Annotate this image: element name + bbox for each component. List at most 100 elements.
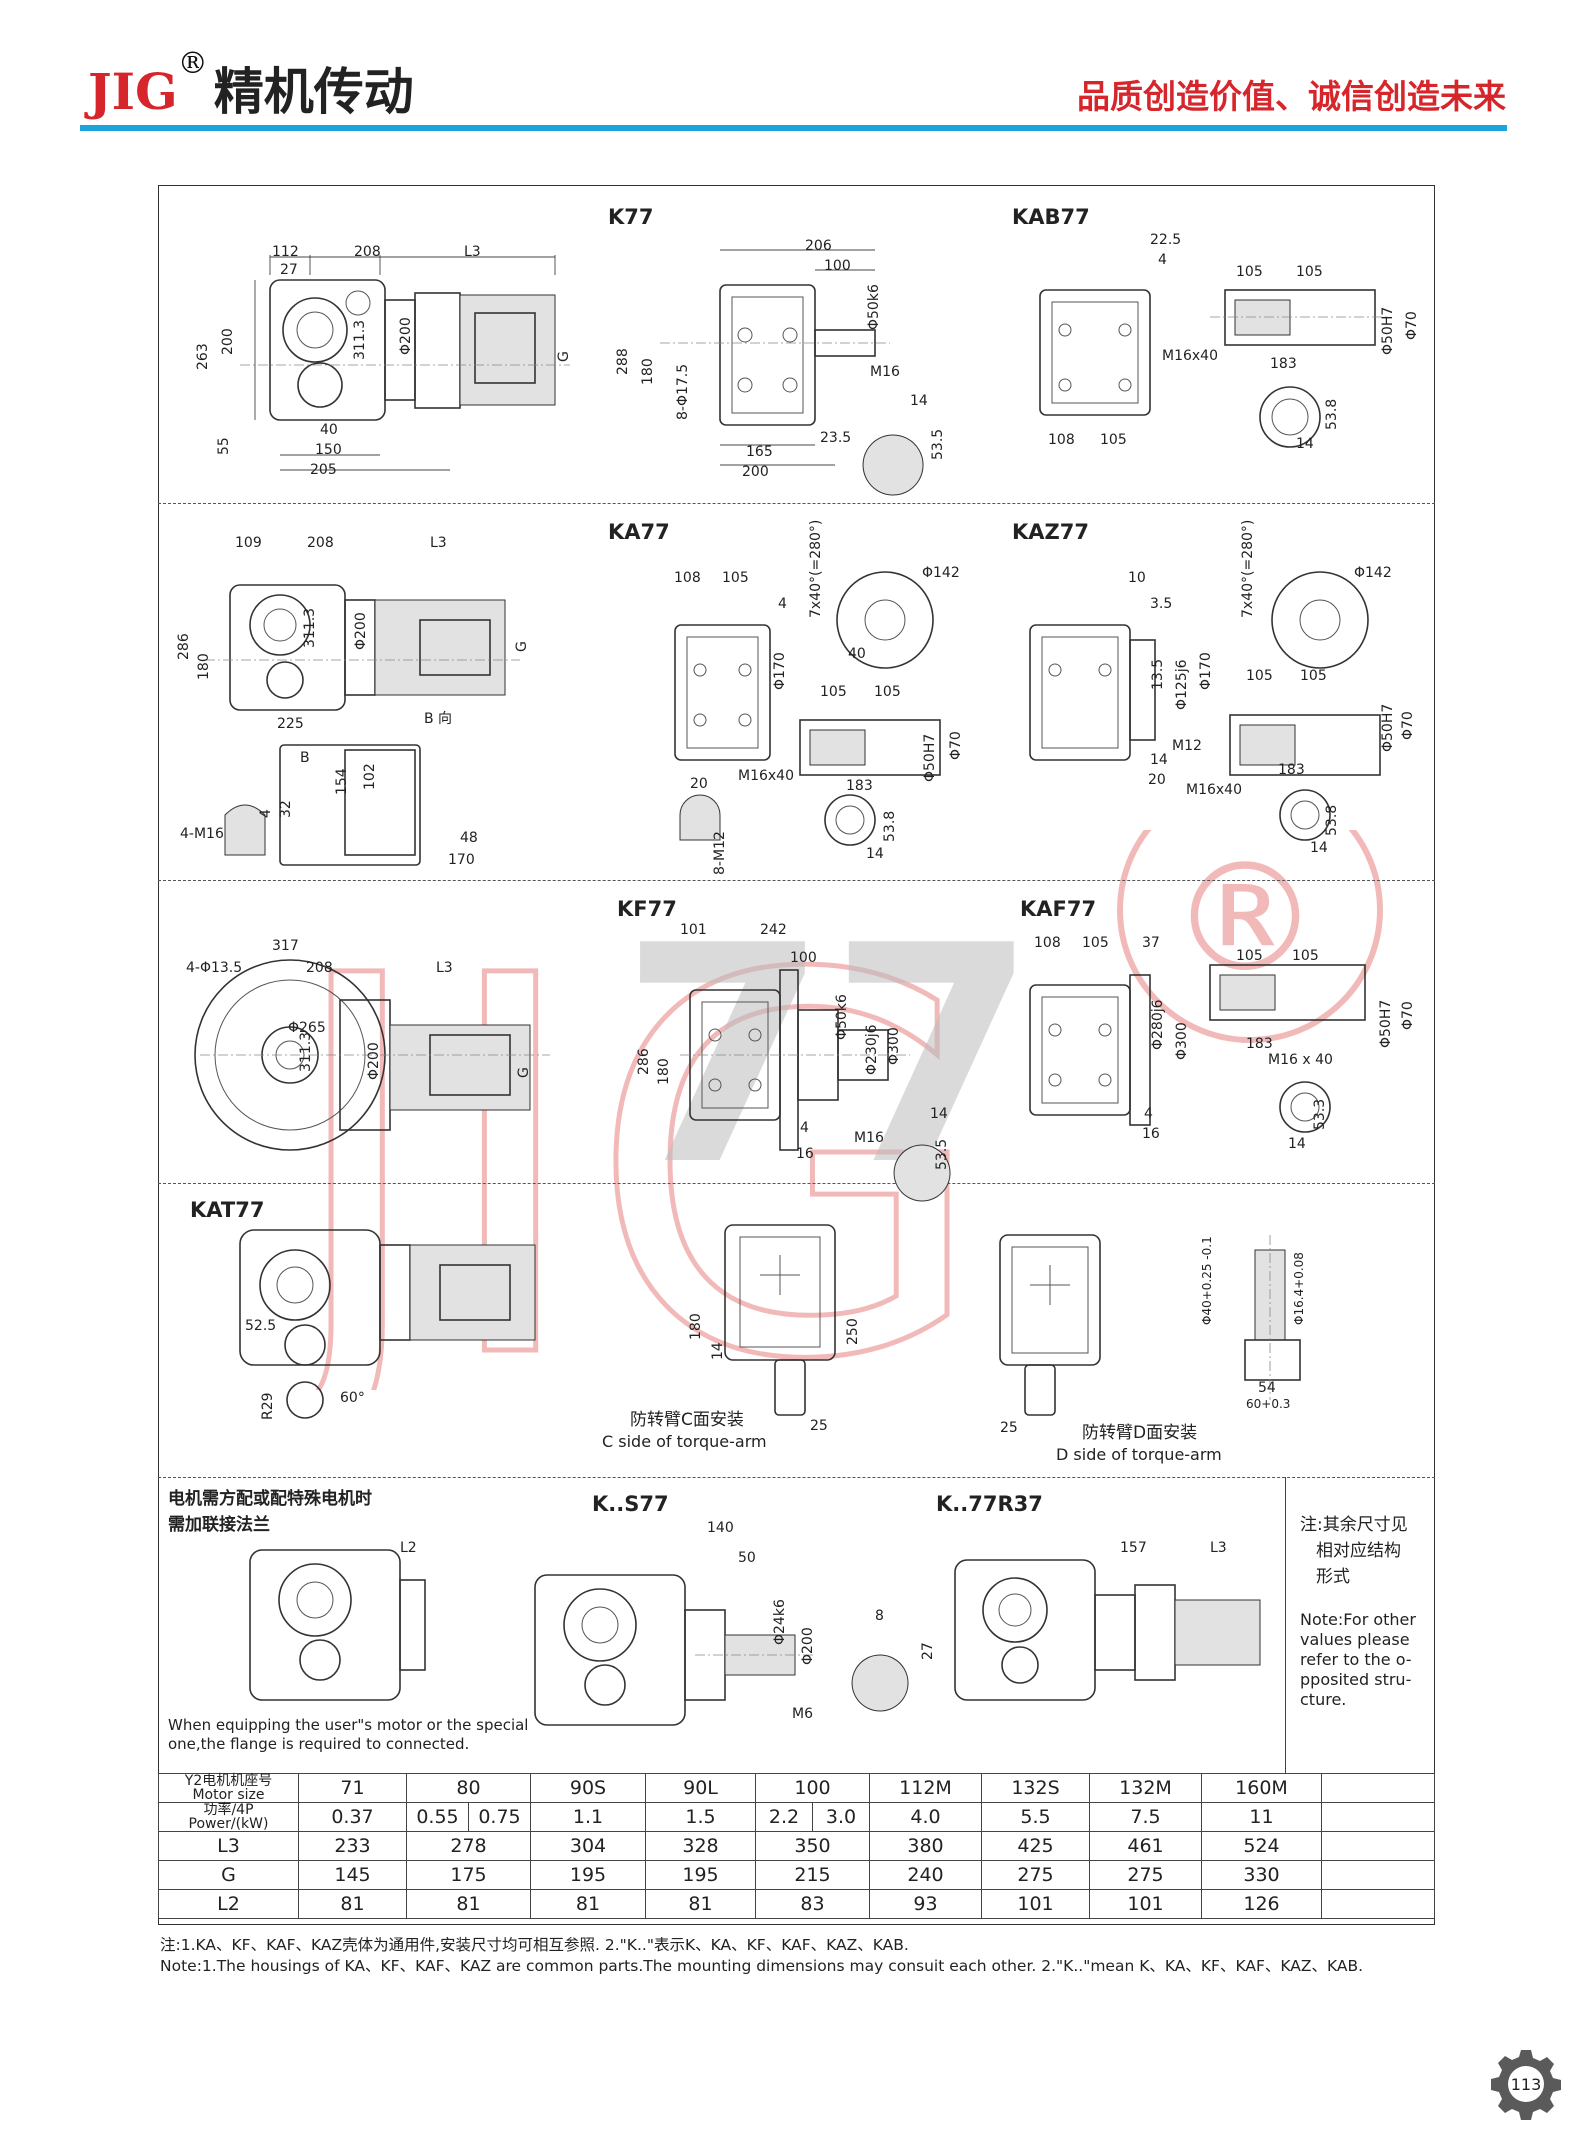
brand-logo: JIG®精机传动 bbox=[88, 46, 414, 124]
dim: 4 bbox=[778, 596, 787, 612]
dim: 105 bbox=[1082, 935, 1109, 951]
dim: 100 bbox=[824, 258, 851, 274]
dim: M16x40 bbox=[1186, 782, 1242, 798]
k77-front-view bbox=[660, 249, 924, 496]
dim: 154 bbox=[334, 768, 350, 795]
kaf77-views bbox=[1029, 964, 1366, 1133]
kab77-views bbox=[1039, 289, 1390, 448]
dim: Φ170 bbox=[772, 652, 788, 690]
side-note-en: Note:For other values please refer to th… bbox=[1300, 1610, 1416, 1710]
k77r37-view bbox=[954, 1559, 1261, 1701]
table-row-l3: L3 233 278 304 328 350 380 425 461 524 bbox=[158, 1831, 1435, 1861]
table-cell: 90S bbox=[530, 1773, 646, 1803]
table-cell: 101 bbox=[1089, 1889, 1203, 1919]
dim: 108 bbox=[1034, 935, 1061, 951]
table-cell: 330 bbox=[1201, 1860, 1323, 1890]
dim: 100 bbox=[790, 950, 817, 966]
table-cell: 132S bbox=[981, 1773, 1091, 1803]
dim: 10 bbox=[1128, 570, 1146, 586]
kf77-side-view bbox=[194, 959, 550, 1151]
side-note-cn-line: 相对应结构 bbox=[1316, 1541, 1401, 1561]
table-cell: 524 bbox=[1201, 1831, 1323, 1861]
dim: 4-Φ13.5 bbox=[186, 960, 243, 976]
dim: Φ50H7 bbox=[1380, 306, 1396, 355]
table-cell: 380 bbox=[869, 1831, 983, 1861]
dim: Φ50H7 bbox=[1380, 703, 1396, 752]
torque-arm-detail bbox=[1244, 1235, 1301, 1400]
dim: Φ50H7 bbox=[1378, 999, 1394, 1048]
footnotes: 注:1.KA、KF、KAF、KAZ壳体为通用件,安装尺寸均可相互参照. 2."K… bbox=[160, 1935, 1363, 1977]
row-header: L2 bbox=[158, 1889, 299, 1919]
flange-note-cn-line-1: 电机需方配或配特殊电机时 bbox=[168, 1489, 372, 1509]
dim: 225 bbox=[277, 716, 304, 732]
dim: 16 bbox=[1142, 1126, 1160, 1142]
dim: 14 bbox=[866, 846, 884, 862]
dim: 55 bbox=[216, 437, 232, 455]
b-mark: B bbox=[300, 750, 310, 766]
dim: L3 bbox=[436, 960, 453, 976]
kat77-side-view bbox=[239, 1229, 536, 1419]
table-cell: 126 bbox=[1201, 1889, 1323, 1919]
dim: 150 bbox=[315, 442, 342, 458]
dim: 4 bbox=[1158, 252, 1167, 268]
title-kf77: KF77 bbox=[617, 897, 677, 921]
dim: G bbox=[556, 351, 572, 362]
dim: 205 bbox=[310, 462, 337, 478]
table-cell-empty bbox=[1321, 1860, 1435, 1890]
table-cell-empty bbox=[1321, 1831, 1435, 1861]
dim: 105 bbox=[1296, 264, 1323, 280]
dim: 20 bbox=[690, 776, 708, 792]
title-kat77: KAT77 bbox=[190, 1198, 265, 1222]
note-column-line bbox=[1285, 1477, 1286, 1773]
table-cell: 195 bbox=[645, 1860, 756, 1890]
dim: 101 bbox=[680, 922, 707, 938]
d-side-caption-cn: 防转臂D面安装 bbox=[1082, 1423, 1198, 1443]
table-cell: 71 bbox=[298, 1773, 407, 1803]
dim: 311.3 bbox=[352, 319, 368, 360]
dim: 40 bbox=[320, 422, 338, 438]
table-cell: 11 bbox=[1201, 1802, 1323, 1832]
dim: 4 bbox=[1144, 1106, 1153, 1122]
dim: 208 bbox=[307, 535, 334, 551]
dim: 140 bbox=[707, 1520, 734, 1536]
dim: 105 bbox=[1292, 948, 1319, 964]
table-cell: 175 bbox=[406, 1860, 531, 1890]
dim: 180 bbox=[640, 358, 656, 385]
table-cell: 93 bbox=[869, 1889, 983, 1919]
kaz77-views bbox=[1029, 571, 1381, 841]
dim: 208 bbox=[354, 244, 381, 260]
dim-l2: L2 bbox=[400, 1540, 417, 1556]
dim: 14 bbox=[1310, 840, 1328, 856]
dim: 200 bbox=[220, 328, 236, 355]
dim: Φ200 bbox=[800, 1627, 816, 1665]
side-note-en-line: values please bbox=[1300, 1630, 1410, 1649]
dim: 180 bbox=[656, 1058, 672, 1085]
dim: 50 bbox=[738, 1550, 756, 1566]
dim: 53.5 bbox=[930, 428, 946, 460]
dim: M6 bbox=[792, 1706, 813, 1722]
dim: L3 bbox=[464, 244, 481, 260]
dim: 105 bbox=[874, 684, 901, 700]
dim: 60° bbox=[340, 1390, 365, 1406]
dim: 165 bbox=[746, 444, 773, 460]
dim: Φ265 bbox=[288, 1020, 326, 1036]
brand-name-cn: 精机传动 bbox=[213, 62, 414, 121]
dim: 109 bbox=[235, 535, 262, 551]
dim: 60+0.3 bbox=[1246, 1397, 1291, 1411]
dim: 105 bbox=[1236, 264, 1263, 280]
flange-note-en: When equipping the user"s motor or the s… bbox=[168, 1716, 528, 1754]
footnote-cn: 注:1.KA、KF、KAF、KAZ壳体为通用件,安装尺寸均可相互参照. 2."K… bbox=[160, 1936, 909, 1954]
table-cell: 275 bbox=[1089, 1860, 1203, 1890]
table-cell: 0.75 bbox=[468, 1802, 531, 1832]
page-number-gear: 113 bbox=[1491, 2050, 1561, 2120]
dim: Φ70 bbox=[1400, 711, 1416, 740]
dim: 16 bbox=[796, 1146, 814, 1162]
title-k77: K77 bbox=[608, 205, 654, 229]
dim: 105 bbox=[820, 684, 847, 700]
side-note-en-line: pposited stru- bbox=[1300, 1670, 1412, 1689]
dim: Φ200 bbox=[353, 612, 369, 650]
table-cell: 100 bbox=[754, 1773, 871, 1803]
dim: 4 bbox=[800, 1120, 809, 1136]
dim: 25 bbox=[1000, 1420, 1018, 1436]
